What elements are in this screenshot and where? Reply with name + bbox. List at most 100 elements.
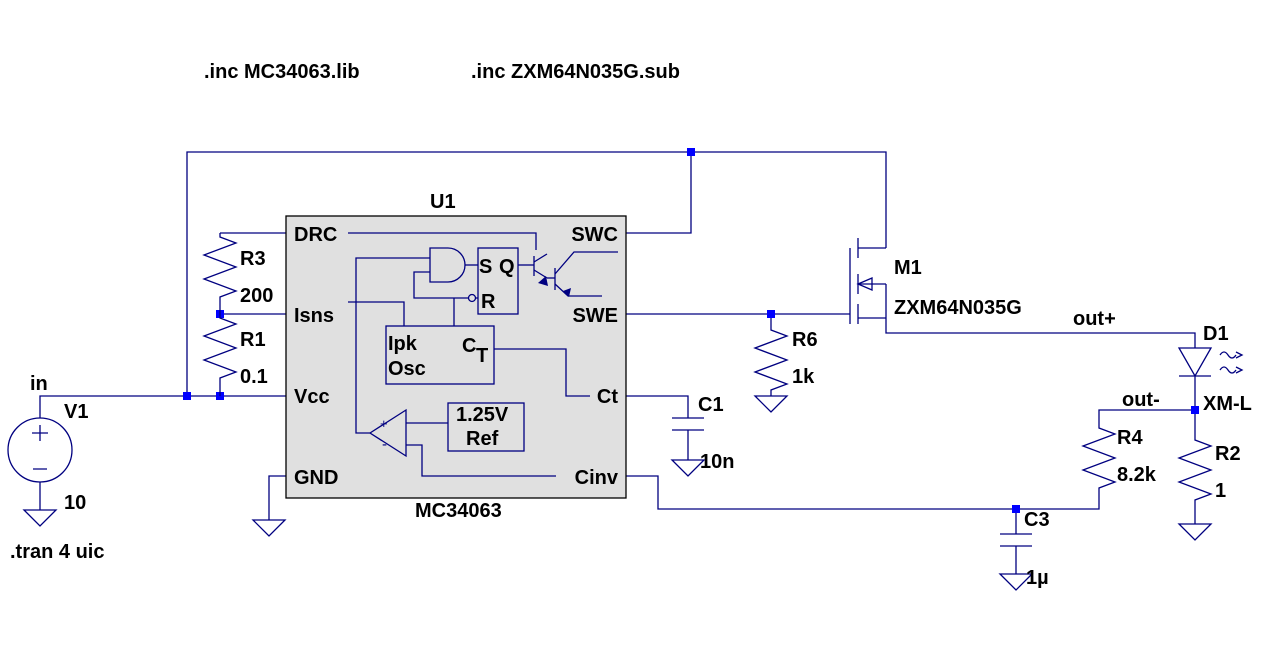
comparator-plus-label: + (380, 416, 388, 431)
r2-symbol[interactable] (1177, 428, 1213, 504)
latch-q-label: Q (499, 256, 515, 278)
resistor-r2[interactable]: R2 1 (1177, 428, 1241, 541)
wire-input-rail (39, 395, 286, 418)
isns-internal-line (348, 301, 405, 326)
directive-inc-zxm64n035g[interactable]: .inc ZXM64N035G.sub (471, 61, 680, 83)
and-input-osc-line (413, 271, 468, 299)
r6-value: 1k (792, 366, 815, 388)
net-label-out-plus[interactable]: out+ (1073, 308, 1116, 330)
cinv-internal-line (406, 444, 556, 477)
ic-model: MC34063 (415, 500, 502, 522)
driver-emitter (533, 269, 548, 279)
c3-ref: C3 (1024, 509, 1050, 531)
ic-internals (348, 232, 618, 477)
d1-ray-arrows (1235, 351, 1244, 374)
r1-value: 0.1 (240, 366, 268, 388)
ref-box (447, 402, 525, 452)
junction-top (687, 148, 695, 156)
d1-symbol[interactable] (1177, 347, 1213, 378)
v1-symbol[interactable] (7, 417, 73, 483)
capacitor-c1[interactable]: C1 10n (670, 394, 734, 477)
resistor-r6[interactable]: R6 1k (753, 326, 818, 413)
directive-tran[interactable]: .tran 4 uic (10, 541, 104, 563)
drc-internal-line (348, 232, 537, 250)
latch-s-label: S (479, 256, 492, 278)
ic-u1[interactable]: U1 MC34063 DRC Isns Vcc GND SWC SWE Ct C… (285, 191, 627, 522)
junction-out-minus (1191, 406, 1199, 414)
ic-ground-symbol (251, 519, 287, 537)
voltage-source-v1[interactable]: V1 10 (7, 401, 88, 527)
pin-ct: Ct (597, 386, 618, 408)
v1-ground (22, 509, 58, 527)
directive-inc-mc34063[interactable]: .inc MC34063.lib (204, 61, 360, 83)
m1-value: ZXM64N035G (894, 297, 1022, 319)
resistor-r4[interactable]: R4 8.2k (1081, 424, 1157, 494)
r4-ref: R4 (1117, 427, 1143, 449)
v1-value: 10 (64, 492, 86, 514)
net-label-out-minus[interactable]: out- (1122, 389, 1160, 411)
c1-ref: C1 (698, 394, 724, 416)
r2-ground (1177, 523, 1213, 541)
pin-swe: SWE (572, 305, 618, 327)
d1-light-rays (1219, 351, 1237, 374)
r1-ref: R1 (240, 329, 266, 351)
wire-swc (626, 152, 692, 234)
capacitor-c3[interactable]: C3 1µ (998, 509, 1050, 591)
wire-ct (626, 395, 689, 418)
wire-out-minus (1098, 409, 1195, 424)
d1-ref: D1 (1203, 323, 1229, 345)
emitter-arrow-2 (563, 288, 571, 297)
d1-value: XM-L (1203, 393, 1252, 415)
r2-ref: R2 (1215, 443, 1241, 465)
resistor-r3[interactable]: R3 200 (202, 233, 273, 314)
wire-gnd (268, 475, 286, 520)
r4-value: 8.2k (1117, 464, 1157, 486)
m1-ref: M1 (894, 257, 922, 279)
pin-swc: SWC (571, 224, 618, 246)
junction-gate (767, 310, 775, 318)
ct-internal-line (494, 348, 590, 397)
r3-symbol[interactable] (202, 233, 238, 314)
led-d1[interactable]: D1 XM-L (1177, 323, 1252, 415)
c1-ground (670, 459, 706, 477)
r1-symbol[interactable] (202, 314, 238, 396)
mosfet-m1[interactable]: M1 ZXM64N035G (849, 238, 1022, 324)
and-input-feedback-line (355, 257, 430, 434)
wire-out-plus (885, 318, 1196, 348)
wires (39, 151, 1196, 534)
r3-value: 200 (240, 285, 273, 307)
r2-value: 1 (1215, 480, 1226, 502)
net-label-in[interactable]: in (30, 373, 48, 395)
c1-symbol[interactable] (672, 417, 704, 460)
v1-ref: V1 (64, 401, 88, 423)
comparator-symbol (368, 408, 407, 458)
r6-symbol[interactable] (753, 326, 789, 396)
c3-ground (998, 573, 1034, 591)
r6-ref: R6 (792, 329, 818, 351)
pin-gnd: GND (294, 467, 338, 489)
osc-osc-label: Osc (388, 358, 426, 380)
pin-vcc: Vcc (294, 386, 330, 408)
c1-value: 10n (700, 451, 734, 473)
ic-body[interactable] (285, 215, 627, 499)
osc-ct-t-label: T (476, 345, 488, 367)
r4-symbol[interactable] (1081, 424, 1117, 494)
latch-r-label: R (481, 291, 496, 313)
output-collector (554, 251, 618, 275)
ref-label: Ref (466, 428, 499, 450)
resistor-r1[interactable]: R1 0.1 (202, 314, 268, 396)
pin-cinv: Cinv (575, 467, 619, 489)
and-gate-symbol (429, 247, 466, 283)
junction-input (183, 392, 191, 400)
ic-ref: U1 (430, 191, 456, 213)
r3-ref: R3 (240, 248, 266, 270)
osc-ct-c-label: C (462, 335, 476, 357)
v1-polarity (32, 425, 48, 470)
pin-isns: Isns (294, 305, 334, 327)
osc-ipk-label: Ipk (388, 333, 418, 355)
driver-collector (533, 253, 548, 263)
wire-cinv (626, 475, 1100, 510)
latch-box (477, 247, 519, 315)
c3-symbol[interactable] (1000, 533, 1032, 574)
